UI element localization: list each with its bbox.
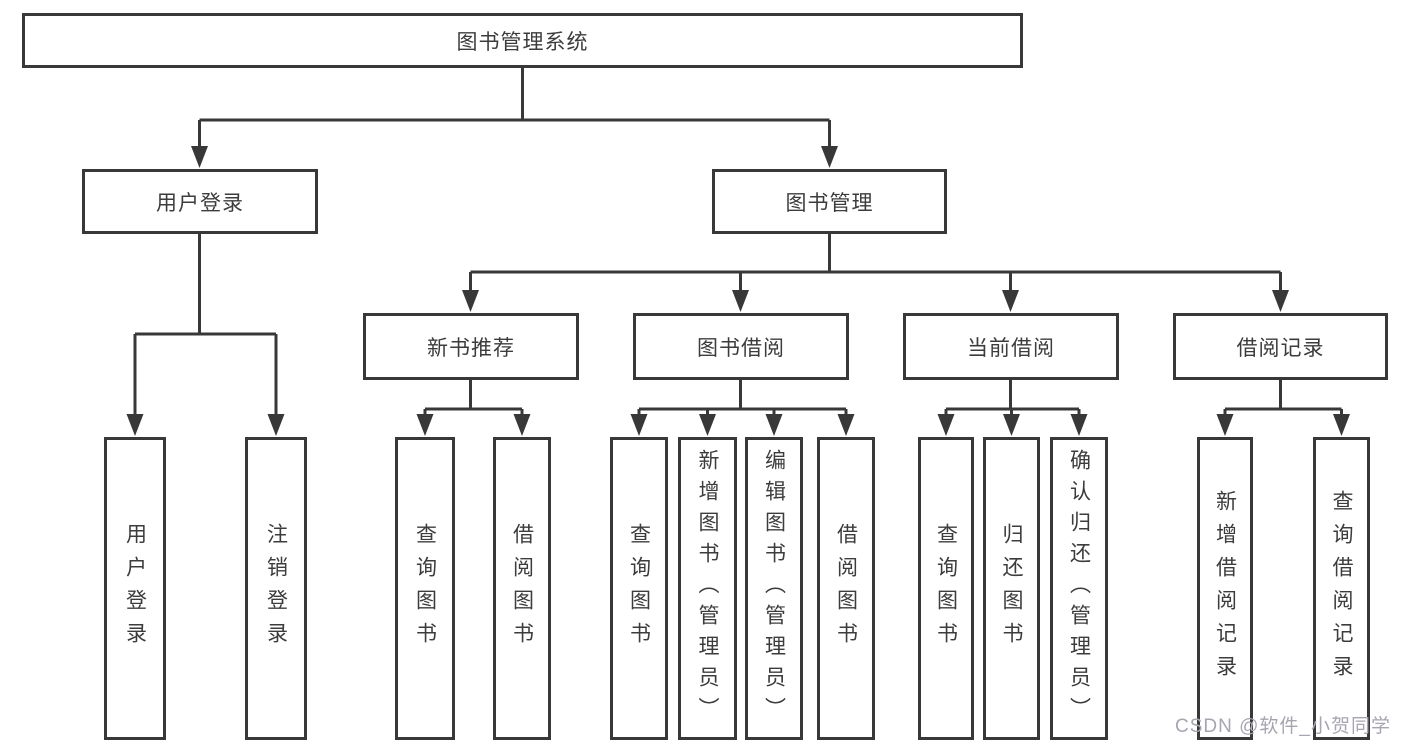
leaf-borrowing-query-books: 查询图书 xyxy=(610,437,668,740)
leaf-borrowing-query-books-label: 查询图书 xyxy=(627,522,651,655)
leaf-logout-label: 注销登录 xyxy=(264,522,288,655)
arrowhead-icon xyxy=(1333,414,1350,436)
leaf-user-login: 用户登录 xyxy=(104,437,166,740)
leaf-add-books-admin: 新增图书（管理员） xyxy=(678,437,737,740)
leaf-confirm-return-admin: 确认归还（管理员） xyxy=(1050,437,1108,740)
arrowhead-icon xyxy=(821,146,838,168)
leaf-current-query-books: 查询图书 xyxy=(918,437,974,740)
leaf-edit-books-admin: 编辑图书（管理员） xyxy=(745,437,803,740)
node-borrow-records-label: 借阅记录 xyxy=(1236,336,1325,360)
node-root: 图书管理系统 xyxy=(22,13,1023,68)
arrowhead-icon xyxy=(1070,414,1088,436)
arrowhead-icon xyxy=(462,290,479,312)
node-book-borrowing-label: 图书借阅 xyxy=(697,336,785,360)
node-new-book-recommend-label: 新书推荐 xyxy=(427,336,515,360)
leaf-borrow-books: 借阅图书 xyxy=(817,437,875,740)
leaf-add-books-admin-label: 新增图书（管理员） xyxy=(696,449,719,728)
arrowhead-icon xyxy=(765,414,783,436)
arrowhead-icon xyxy=(630,414,648,436)
arrowhead-icon xyxy=(191,146,208,168)
leaf-add-borrow-record: 新增借阅记录 xyxy=(1197,437,1253,740)
arrowhead-icon xyxy=(1272,290,1289,312)
arrowhead-icon xyxy=(837,414,855,436)
node-new-book-recommend: 新书推荐 xyxy=(363,313,579,380)
node-user-login-label: 用户登录 xyxy=(156,191,244,215)
arrowhead-icon xyxy=(937,414,955,436)
leaf-add-borrow-record-label: 新增借阅记录 xyxy=(1213,489,1237,688)
arrowhead-icon xyxy=(513,414,531,436)
leaf-newbook-borrow-books-label: 借阅图书 xyxy=(510,522,534,655)
arrowhead-icon xyxy=(126,414,144,436)
leaf-edit-books-admin-label: 编辑图书（管理员） xyxy=(762,449,786,728)
leaf-return-books: 归还图书 xyxy=(983,437,1040,740)
leaf-logout: 注销登录 xyxy=(245,437,307,740)
leaf-query-borrow-record: 查询借阅记录 xyxy=(1313,437,1370,740)
arrowhead-icon xyxy=(1216,414,1234,436)
leaf-current-query-books-label: 查询图书 xyxy=(934,522,958,655)
node-current-borrowing-label: 当前借阅 xyxy=(967,336,1055,360)
arrowhead-icon xyxy=(1002,290,1019,312)
node-borrow-records: 借阅记录 xyxy=(1173,313,1388,380)
node-book-borrowing: 图书借阅 xyxy=(633,313,849,380)
leaf-return-books-label: 归还图书 xyxy=(1000,522,1023,655)
leaf-query-borrow-record-label: 查询借阅记录 xyxy=(1330,489,1353,688)
arrowhead-icon xyxy=(267,414,285,436)
arrowhead-icon xyxy=(699,414,716,436)
leaf-newbook-query-books: 查询图书 xyxy=(395,437,455,740)
node-book-management-label: 图书管理 xyxy=(785,191,874,215)
node-user-login: 用户登录 xyxy=(82,169,318,234)
node-book-management: 图书管理 xyxy=(712,169,947,234)
leaf-newbook-borrow-books: 借阅图书 xyxy=(493,437,551,740)
leaf-user-login-label: 用户登录 xyxy=(123,522,147,655)
leaf-borrow-books-label: 借阅图书 xyxy=(834,522,858,655)
leaf-confirm-return-admin-label: 确认归还（管理员） xyxy=(1067,449,1091,728)
arrowhead-icon xyxy=(1003,414,1020,436)
node-current-borrowing: 当前借阅 xyxy=(903,313,1119,380)
arrowhead-icon xyxy=(416,414,434,436)
node-root-label: 图书管理系统 xyxy=(456,30,589,54)
leaf-newbook-query-books-label: 查询图书 xyxy=(413,522,437,655)
arrowhead-icon xyxy=(732,290,749,312)
